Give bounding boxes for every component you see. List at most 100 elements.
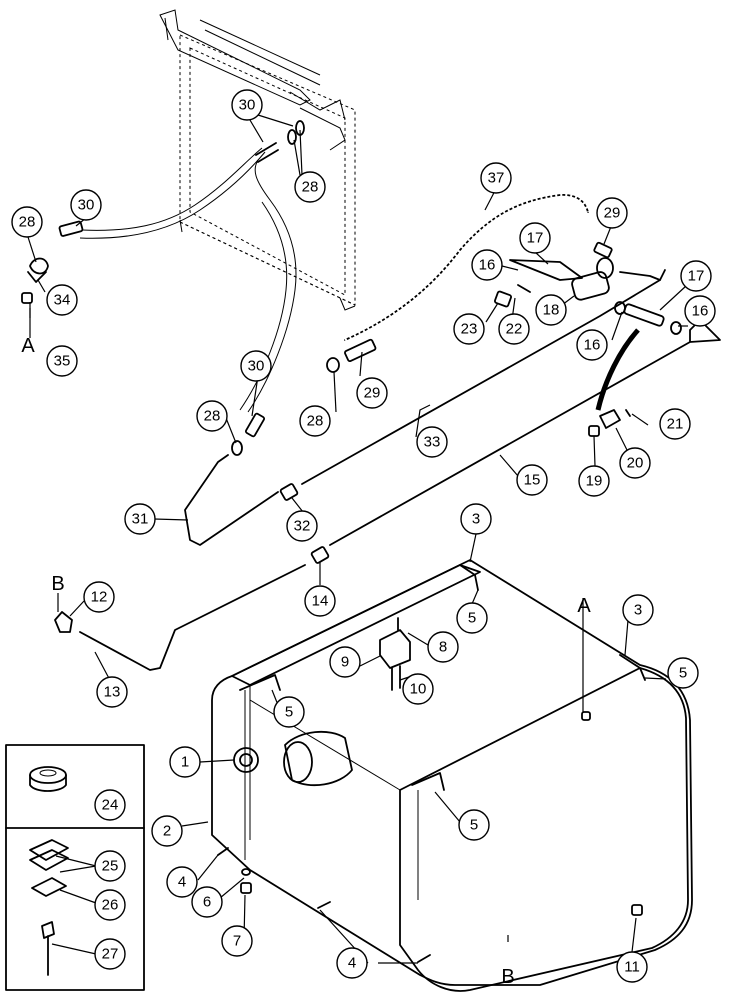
callout-19: 19: [578, 465, 610, 497]
svg-text:11: 11: [624, 959, 640, 976]
svg-text:29: 29: [604, 205, 621, 222]
svg-text:16: 16: [692, 303, 709, 320]
fittings: [21, 120, 682, 633]
svg-text:19: 19: [586, 473, 603, 490]
svg-text:18: 18: [543, 302, 560, 319]
svg-text:28: 28: [307, 413, 324, 430]
svg-text:34: 34: [54, 292, 71, 309]
callout-14: 14: [304, 585, 336, 617]
callout-13: 13: [96, 676, 128, 708]
svg-text:35: 35: [54, 353, 71, 370]
svg-text:30: 30: [239, 97, 256, 114]
callout-17: 17: [680, 260, 712, 292]
svg-text:28: 28: [204, 408, 221, 425]
svg-text:17: 17: [527, 230, 544, 247]
callout-20: 20: [619, 447, 651, 479]
svg-text:32: 32: [294, 518, 311, 535]
callout-24: 24: [94, 789, 126, 821]
callout-23: 23: [453, 313, 485, 345]
svg-text:3: 3: [634, 602, 642, 619]
svg-text:16: 16: [479, 257, 496, 274]
callout-22: 22: [498, 313, 530, 345]
callout-5: 5: [667, 657, 699, 689]
callout-4: 4: [166, 866, 198, 898]
callout-6: 6: [191, 886, 223, 918]
callout-1: 1: [169, 746, 201, 778]
svg-text:5: 5: [468, 610, 476, 627]
svg-text:16: 16: [584, 337, 601, 354]
svg-text:12: 12: [91, 589, 108, 606]
fuel-lines: [79, 269, 721, 671]
callout-28: 28: [299, 405, 331, 437]
svg-text:27: 27: [102, 946, 119, 963]
callout-5: 5: [458, 809, 490, 841]
callout-16: 16: [576, 329, 608, 361]
callout-5: 5: [273, 696, 305, 728]
reference-letter-a: A: [21, 335, 35, 357]
fuel-tank: [211, 559, 693, 992]
svg-text:5: 5: [470, 817, 478, 834]
callout-3: 3: [460, 503, 492, 535]
callout-18: 18: [535, 294, 567, 326]
svg-text:4: 4: [348, 955, 356, 972]
svg-text:2: 2: [163, 823, 171, 840]
callout-2: 2: [151, 815, 183, 847]
svg-text:5: 5: [679, 665, 687, 682]
svg-text:37: 37: [488, 170, 505, 187]
svg-text:3: 3: [472, 511, 480, 528]
leader-lines: [27, 114, 688, 964]
callout-21: 21: [659, 408, 691, 440]
svg-text:8: 8: [439, 639, 447, 656]
svg-text:17: 17: [688, 268, 705, 285]
callout-17: 17: [519, 222, 551, 254]
callout-7: 7: [221, 925, 253, 957]
callout-25: 25: [94, 850, 126, 882]
callout-34: 34: [46, 284, 78, 316]
callout-29: 29: [596, 197, 628, 229]
callout-33: 33: [416, 426, 448, 458]
callout-28: 28: [294, 171, 326, 203]
svg-text:1: 1: [181, 754, 189, 771]
callout-30: 30: [231, 89, 263, 121]
callout-9: 9: [329, 646, 361, 678]
callout-30: 30: [240, 350, 272, 382]
radiator-outline: [159, 9, 356, 311]
svg-text:29: 29: [364, 385, 381, 402]
svg-text:31: 31: [132, 511, 149, 528]
svg-text:23: 23: [461, 321, 478, 338]
callout-28: 28: [11, 206, 43, 238]
callout-35: 35: [46, 345, 78, 377]
callout-3: 3: [622, 594, 654, 626]
callout-11: 11: [616, 951, 648, 983]
svg-text:26: 26: [102, 897, 119, 914]
filler-hose: [343, 191, 591, 343]
svg-text:22: 22: [506, 321, 523, 338]
callout-10: 10: [402, 673, 434, 705]
callout-4: 4: [336, 947, 368, 979]
svg-text:30: 30: [78, 197, 95, 214]
svg-text:15: 15: [524, 472, 541, 489]
callout-31: 31: [124, 503, 156, 535]
svg-text:25: 25: [102, 858, 119, 875]
svg-text:24: 24: [102, 797, 119, 814]
callout-27: 27: [94, 938, 126, 970]
svg-text:30: 30: [248, 358, 265, 375]
callout-16: 16: [471, 249, 503, 281]
callout-37: 37: [480, 162, 512, 194]
callout-29: 29: [356, 377, 388, 409]
callout-8: 8: [427, 631, 459, 663]
svg-text:7: 7: [233, 933, 241, 950]
callouts: 30 28 28 30 34 35 37 29 17 16 18 22 23 1…: [11, 89, 716, 983]
svg-text:21: 21: [667, 416, 684, 433]
callout-12: 12: [83, 581, 115, 613]
svg-text:13: 13: [104, 684, 121, 701]
reference-letter-b: B: [501, 966, 514, 988]
svg-text:4: 4: [178, 874, 186, 891]
callout-32: 32: [286, 510, 318, 542]
callout-5: 5: [456, 602, 488, 634]
callout-16: 16: [684, 295, 716, 327]
svg-text:20: 20: [627, 455, 644, 472]
svg-text:14: 14: [312, 593, 329, 610]
svg-text:6: 6: [203, 894, 211, 911]
callout-15: 15: [516, 464, 548, 496]
